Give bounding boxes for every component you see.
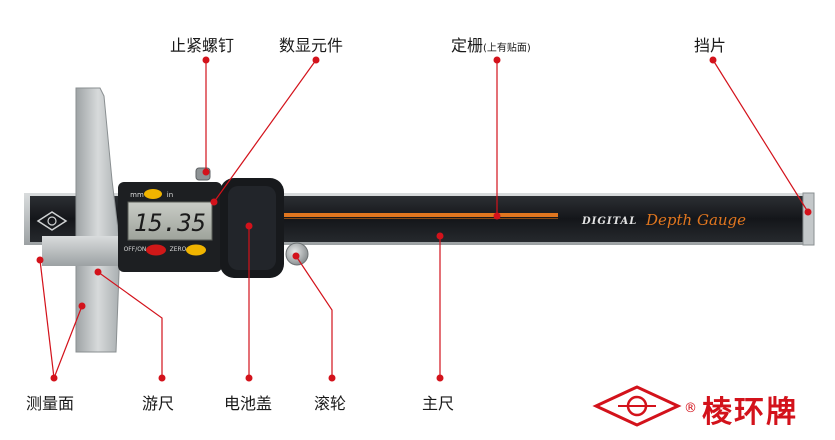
scale-text-digital: DIGITAL [581,216,637,227]
stop-plate [802,192,815,246]
zero-label: ZERO [170,246,187,253]
callout-dots [36,56,812,382]
label-grating-note: (上有贴面) [483,43,531,54]
label-vernier: 游尺 [142,394,175,413]
brand-diamond-icon [592,385,682,427]
vernier-block [42,236,126,266]
label-stop-plate: 挡片 [694,36,727,55]
grating-stripe [282,213,558,217]
label-measuring-face: 测量面 [26,394,75,413]
battery-cover-inset [228,186,276,270]
label-display-unit: 数显元件 [279,36,344,55]
label-grating-main: 定栅 [451,36,484,55]
brand-registered-mark: ® [684,401,697,416]
beam-logo-icon [36,211,68,231]
label-roller: 滚轮 [314,394,347,413]
callout-lines [39,59,809,379]
brand-logo: ® 棱环牌 [592,383,832,433]
scale-text-depth-gauge: Depth Gauge [645,211,746,229]
brand-name: 棱环牌 [702,395,798,430]
unit-mm-label: mm [130,191,144,199]
unit-in-label: in [167,191,173,199]
lcd-reading: 15.35 [134,209,206,237]
onoff-label: OFF/ON [124,246,147,253]
onoff-button[interactable] [146,244,166,256]
label-lock-screw: 止紧螺钉 [170,36,235,55]
label-battery-cover: 电池盖 [224,394,273,413]
depth-base [75,87,121,353]
label-main-scale: 主尺 [422,394,455,413]
zero-button[interactable] [186,244,206,256]
grating-stripe-shadow [282,218,558,219]
label-grating: 定栅(上有贴面) [451,32,531,56]
mm-in-button[interactable] [144,189,162,199]
lcd-screen [127,201,213,241]
